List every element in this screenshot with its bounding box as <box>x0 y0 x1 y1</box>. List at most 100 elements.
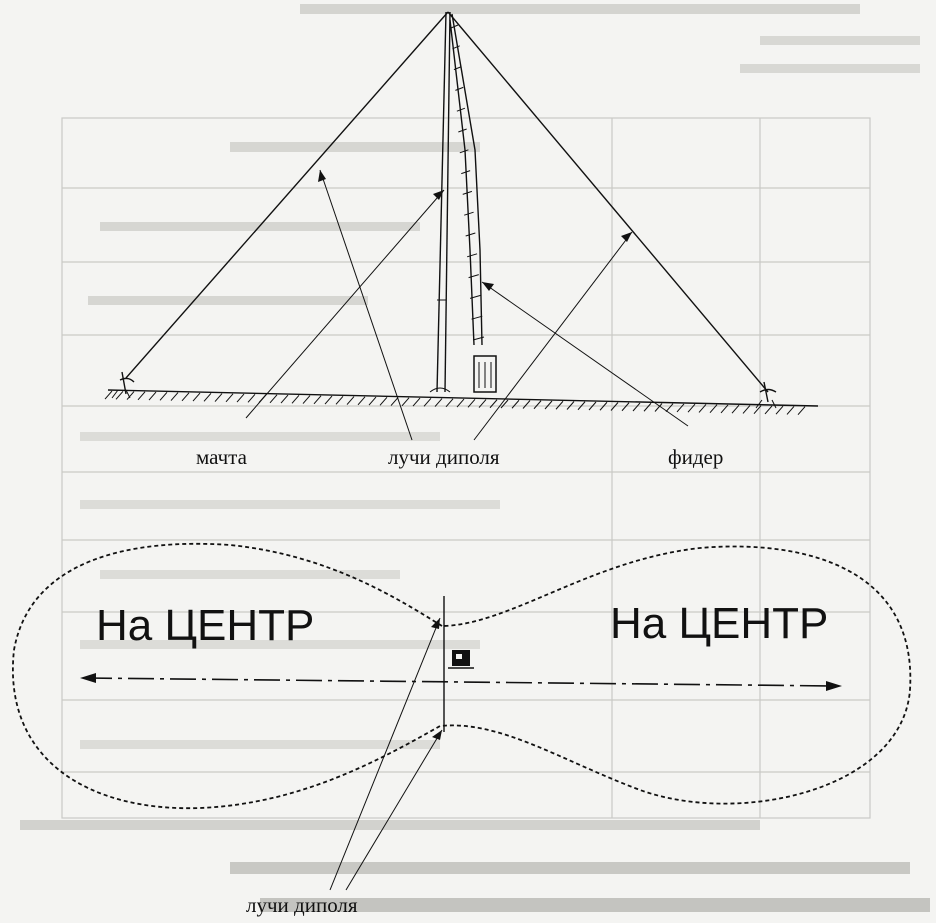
ground-hatch-mark <box>533 400 542 410</box>
ground-hatch-mark <box>390 397 399 406</box>
ground-hatch-mark <box>423 397 432 407</box>
ground-hatch-mark <box>764 405 773 415</box>
ground-hatch-mark <box>434 398 443 407</box>
mast-figure: мачта лучи диполя фидер <box>104 11 819 469</box>
ground-hatch-mark <box>467 398 476 408</box>
ground-hatch-mark <box>346 396 355 405</box>
ground-hatch-mark <box>159 392 168 401</box>
ground-hatch-mark <box>401 397 410 407</box>
feeder-rung <box>455 86 464 91</box>
feeder-ladder <box>449 13 485 346</box>
ground-hatch-mark <box>665 403 674 413</box>
ground-hatch-mark <box>269 394 278 404</box>
label-to-center-left: На ЦЕНТР <box>96 601 314 650</box>
feeder-rung <box>452 45 460 50</box>
ground-hatch-mark <box>753 405 762 415</box>
ground-hatch-mark <box>577 401 586 411</box>
feeder-rung <box>461 170 471 175</box>
dipole-rays <box>111 11 777 409</box>
ground-hatch-mark <box>170 392 179 401</box>
feeder-rung <box>469 294 481 299</box>
ground-hatch-mark <box>599 401 608 411</box>
label-mast: мачта <box>196 445 248 469</box>
ground-hatch-mark <box>214 393 223 402</box>
ground <box>104 389 819 416</box>
feeder-rung <box>466 253 478 258</box>
ground-hatch-mark <box>137 391 146 401</box>
ground-hatch-mark <box>236 393 245 403</box>
ground-hatch-mark <box>775 405 784 415</box>
feeder-rung <box>472 336 485 341</box>
feeder-rung <box>462 190 473 195</box>
feeder-rung <box>453 66 462 71</box>
ground-hatch-mark <box>511 399 520 409</box>
ground-hatch-mark <box>181 392 190 402</box>
arrow-left-icon <box>80 673 96 683</box>
ground-hatch-mark <box>610 402 619 411</box>
ground-hatch-mark <box>687 403 696 413</box>
label-dipole-rays-bottom: лучи диполя <box>246 893 358 917</box>
ground-hatch-mark <box>522 400 531 409</box>
ground-hatch-mark <box>720 404 729 414</box>
ground-hatch-mark <box>148 391 157 401</box>
ground-hatch-mark <box>632 402 641 412</box>
ground-hatch-mark <box>654 403 663 412</box>
leader-arrows <box>245 169 689 441</box>
ground-hatch-mark <box>115 391 124 400</box>
mast <box>429 11 451 393</box>
ground-hatch-mark <box>544 400 553 410</box>
ground-hatch-mark <box>291 394 300 404</box>
ground-hatch-mark <box>588 401 597 411</box>
ground-hatch-mark <box>500 399 509 409</box>
ground-hatch-mark <box>445 398 454 408</box>
feeder-rung <box>458 128 467 133</box>
ground-hatch-mark <box>698 404 707 413</box>
ground-hatch-mark <box>731 404 740 414</box>
feeder-rung <box>471 315 483 320</box>
feeder-rung <box>465 232 476 237</box>
pattern-outline <box>12 542 912 810</box>
feeder-rung <box>464 211 474 216</box>
ground-hatch-mark <box>478 399 487 408</box>
ground-hatch-mark <box>357 396 366 406</box>
ground-hatch-mark <box>797 406 806 416</box>
feeder-box <box>473 355 497 393</box>
label-feeder: фидер <box>668 445 723 469</box>
station-icon <box>448 650 474 669</box>
ground-hatch-mark <box>280 394 289 404</box>
ground-hatch-mark <box>566 401 575 410</box>
label-dipole-rays-top: лучи диполя <box>388 445 500 469</box>
label-to-center-right: На ЦЕНТР <box>610 599 828 648</box>
feeder-rung <box>468 274 479 279</box>
ground-hatch-mark <box>302 395 311 404</box>
ground-hatch-mark <box>335 395 344 405</box>
ground-hatch-mark <box>555 400 564 410</box>
ground-hatch-mark <box>104 390 113 400</box>
ground-hatch-mark <box>203 392 212 402</box>
feeder-rung <box>459 149 469 154</box>
ground-hatch-mark <box>643 402 652 412</box>
ground-hatch-mark <box>313 395 322 405</box>
ground-hatch-mark <box>676 403 685 413</box>
ground-hatch-mark <box>489 399 498 409</box>
ground-hatch-mark <box>456 398 465 408</box>
ground-hatch-mark <box>192 392 201 402</box>
ground-hatch-mark <box>621 402 630 412</box>
feeder-rung <box>450 24 459 29</box>
ground-hatch-mark <box>786 406 795 415</box>
ground-hatch-mark <box>247 393 256 403</box>
ground-hatch-mark <box>742 405 751 414</box>
feeder-rung <box>456 107 466 112</box>
ground-hatch-mark <box>324 395 333 405</box>
radiation-pattern: На ЦЕНТР На ЦЕНТР лучи диполя <box>12 542 912 917</box>
ground-hatch-mark <box>126 391 135 400</box>
arrow-right-icon <box>826 681 842 691</box>
ground-hatch-mark <box>225 393 234 403</box>
direction-line <box>85 677 837 687</box>
ground-hatch-mark <box>412 397 421 407</box>
ground-hatch-mark <box>709 404 718 414</box>
ground-hatch-mark <box>368 396 377 406</box>
ground-hatch-mark <box>379 396 388 406</box>
